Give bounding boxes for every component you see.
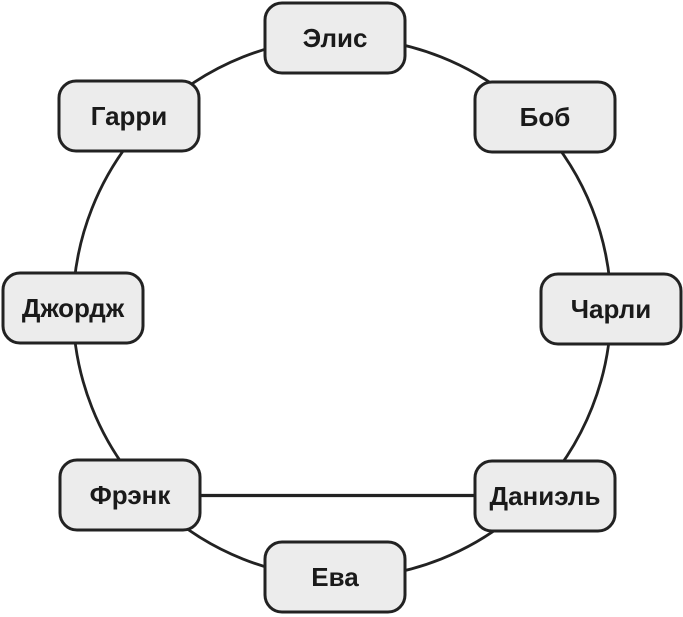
node-alice: Элис [263, 1, 407, 75]
node-label: Фрэнк [90, 480, 172, 510]
node-box [263, 540, 407, 614]
node-label: Чарли [571, 294, 651, 324]
node-box [1, 271, 145, 345]
node-eva: Ева [263, 540, 407, 614]
node-box [57, 79, 201, 153]
node-label: Гарри [91, 101, 168, 131]
node-daniel: Даниэль [473, 459, 617, 533]
node-label: Элис [303, 23, 368, 53]
node-harry: Гарри [57, 79, 201, 153]
node-charlie: Чарли [539, 272, 683, 346]
node-george: Джордж [1, 271, 145, 345]
node-box [58, 458, 202, 532]
node-frank: Фрэнк [58, 458, 202, 532]
node-label: Джордж [22, 293, 125, 323]
node-box [263, 1, 407, 75]
node-box [539, 272, 683, 346]
node-box [473, 80, 617, 154]
node-label: Ева [311, 562, 359, 592]
node-bob: Боб [473, 80, 617, 154]
node-label: Даниэль [490, 481, 601, 511]
node-label: Боб [520, 102, 571, 132]
node-box [473, 459, 617, 533]
